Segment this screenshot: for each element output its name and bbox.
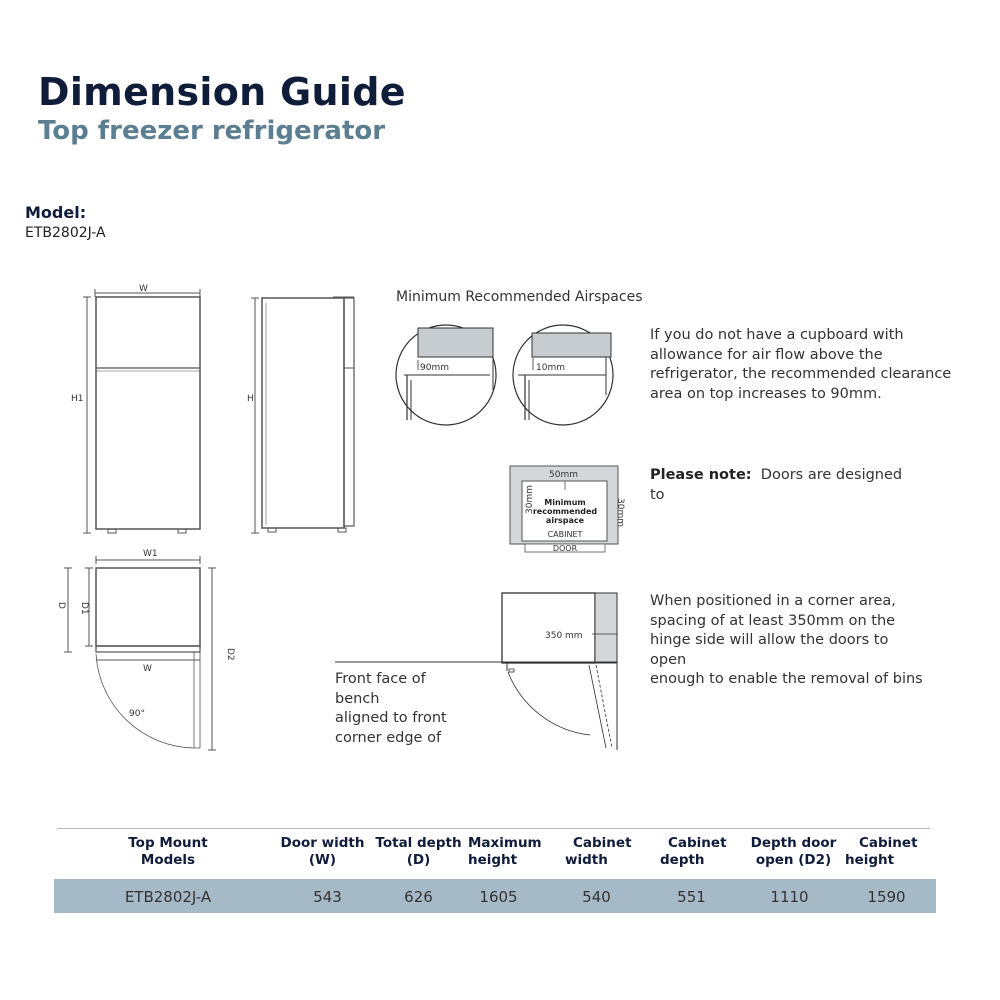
- table-cell-cabinet-height: 1590: [867, 888, 906, 906]
- top-depth1-label: D1: [79, 602, 89, 615]
- airspace-left-label: 90mm: [420, 363, 449, 373]
- side-height-label: H: [247, 394, 254, 404]
- page-title: Dimension Guide: [38, 70, 406, 114]
- cabinet-right-gap: 30mm: [615, 498, 625, 527]
- cabinet-top-gap: 50mm: [549, 470, 578, 480]
- cabinet-airspace-diagram: [509, 465, 619, 553]
- table-row: [54, 879, 936, 913]
- table-cell-door-width: 543: [313, 888, 342, 906]
- cabinet-label: CABINET: [548, 530, 583, 539]
- cabinet-center-line3: airspace: [546, 516, 585, 525]
- airspace-heading: Minimum Recommended Airspaces: [396, 289, 643, 305]
- model-label: Model:: [25, 203, 87, 222]
- table-cell-model: ETB2802J-A: [124, 888, 212, 906]
- airspace-detail-left: [395, 324, 497, 426]
- door-angle-label: 90°: [129, 709, 145, 719]
- table-cell-total-depth: 626: [404, 888, 433, 906]
- airspace-right-label: 10mm: [536, 363, 565, 373]
- top-view-drawing: [64, 556, 216, 751]
- table-top-rule: [57, 828, 930, 829]
- note-body: Doors are designed: [760, 467, 903, 483]
- corner-gap-label: 350 mm: [545, 631, 583, 641]
- cupboard-airflow-text: If you do not have a cupboard with allow…: [650, 327, 952, 402]
- table-header-total-depth: Total depth(D): [375, 835, 462, 868]
- top-width-label: W: [143, 664, 152, 674]
- door-label: DOOR: [553, 544, 578, 553]
- page-subtitle: Top freezer refrigerator: [38, 116, 386, 146]
- cabinet-center-line1: Minimum: [544, 498, 586, 507]
- please-note-text: Please note: Doors are designed to: [650, 466, 950, 505]
- table-cell-cabinet-width: 540: [582, 888, 611, 906]
- cabinet-center-line2: recommended: [533, 507, 598, 516]
- note-body-2: to: [650, 486, 665, 503]
- airspace-detail-right: [512, 324, 614, 426]
- front-width-label: W: [139, 284, 148, 294]
- side-view-drawing: [251, 296, 355, 534]
- corner-positioning-diagram: [335, 592, 618, 750]
- bench-alignment-text: Front face of bench aligned to front cor…: [335, 671, 447, 746]
- front-view-drawing: [83, 289, 201, 534]
- table-cell-max-height: 1605: [479, 888, 518, 906]
- table-cell-cabinet-depth: 551: [677, 888, 706, 906]
- note-bold: Please note:: [650, 467, 752, 483]
- cabinet-left-gap: 30mm: [525, 485, 535, 514]
- table-header-door-width: Door width(W): [280, 835, 365, 868]
- top-depth-label: D: [56, 602, 66, 609]
- corner-positioning-text: When positioned in a corner area, spacin…: [650, 593, 923, 687]
- front-height-label: H1: [71, 394, 84, 404]
- model-value: ETB2802J-A: [25, 225, 106, 241]
- top-depth2-label: D2: [225, 648, 235, 661]
- table-cell-depth-door-open: 1110: [770, 888, 809, 906]
- top-width1-label: W1: [143, 549, 158, 559]
